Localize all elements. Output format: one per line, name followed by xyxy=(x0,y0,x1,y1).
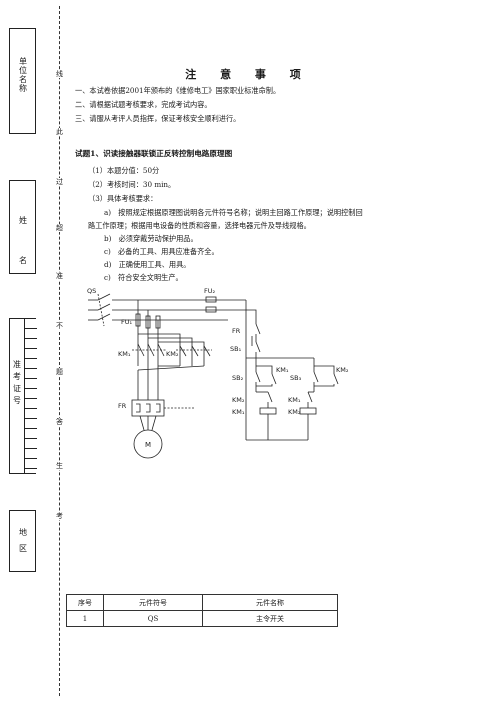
label-sb1: SB₁ xyxy=(230,345,242,353)
binding-dashed-line xyxy=(59,6,60,696)
label-km2-main: KM₂ xyxy=(166,350,179,358)
seal-char: 线 xyxy=(55,70,64,78)
unit-name-box: 单位名称 xyxy=(9,28,36,134)
region-label: 地区 xyxy=(19,528,27,553)
label-km2-coil: KM₂ xyxy=(288,408,301,416)
table-header-row: 序号 元件符号 元件名称 xyxy=(66,594,338,611)
note-line: 三、请服从考评人员指挥，保证考核安全顺利进行。 xyxy=(75,114,241,123)
label-km1-main: KM₁ xyxy=(118,350,131,358)
row-index: 1 xyxy=(66,610,104,627)
row-name: 主令开关 xyxy=(202,610,338,627)
exam-id-box: 准考证号 xyxy=(9,318,37,474)
requirement-b: b) 必须穿戴劳动保护用品。 xyxy=(104,234,198,243)
question-time: （2）考核时间：30 min。 xyxy=(88,180,176,189)
note-line: 一、本试卷依据2001年颁布的《维修电工》国家职业标准命制。 xyxy=(75,86,281,95)
question-title: 试题1、识读接触器联锁正反转控制电路原理图 xyxy=(75,149,233,158)
circuit-diagram: QS FU₁ FU₂ KM₁ KM₂ FR FR SB₁ KM₁ SB₂ SB₃… xyxy=(87,287,349,459)
label-sb2: SB₂ xyxy=(232,374,244,382)
requirement-d: d) 正确使用工具、用具。 xyxy=(104,260,191,269)
seal-char: 过 xyxy=(55,178,64,186)
label-qs: QS xyxy=(87,287,96,295)
parts-table: 序号 元件符号 元件名称 1 QS 主令开关 xyxy=(66,594,338,627)
unit-name-label: 单位名称 xyxy=(19,57,27,93)
page-title: 注 意 事 项 xyxy=(185,68,311,81)
label-fu1: FU₁ xyxy=(121,318,132,326)
name-label: 姓名 xyxy=(19,216,27,265)
label-fu2: FU₂ xyxy=(204,287,215,295)
table-row: 1 QS 主令开关 xyxy=(66,610,338,627)
col-name-header: 元件名称 xyxy=(202,594,338,611)
seal-char: 考 xyxy=(55,512,64,520)
label-km2-interlock: KM₂ xyxy=(232,396,245,404)
region-box: 地区 xyxy=(9,510,36,572)
label-km2-aux: KM₂ xyxy=(336,366,349,374)
requirement-c1: c) 必备的工具、用具应准备齐全。 xyxy=(104,247,219,256)
label-motor: M xyxy=(145,441,151,449)
requirement-a-line1: a) 按照规定根据原理图说明各元件符号名称；说明主回路工作原理；说明控制回 xyxy=(104,208,363,217)
name-box: 姓名 xyxy=(9,180,36,274)
exam-id-label: 准考证号 xyxy=(13,360,21,405)
label-km1-coil: KM₁ xyxy=(232,408,245,416)
label-fr-contact: FR xyxy=(232,327,241,335)
col-index-header: 序号 xyxy=(66,594,104,611)
seal-char: 不 xyxy=(55,322,64,330)
requirement-c2: c) 符合安全文明生产。 xyxy=(104,273,183,282)
seal-char: 题 xyxy=(55,368,64,376)
col-symbol-header: 元件符号 xyxy=(103,594,203,611)
seal-char: 超 xyxy=(55,224,64,232)
label-km1-interlock: KM₁ xyxy=(288,396,301,404)
row-symbol: QS xyxy=(103,610,203,627)
question-score: （1）本题分值：50分 xyxy=(88,166,160,175)
seal-char: 准 xyxy=(55,272,64,280)
seal-char: 此 xyxy=(55,128,64,136)
seal-char: 答 xyxy=(55,418,64,426)
seal-char: 生 xyxy=(55,462,64,470)
note-line: 二、请根据试题考核要求，完成考试内容。 xyxy=(75,100,212,109)
label-fr-main: FR xyxy=(118,402,127,410)
exam-id-grid xyxy=(24,319,37,473)
label-sb3: SB₃ xyxy=(290,374,302,382)
label-km1-aux: KM₁ xyxy=(276,366,289,374)
question-requirements-heading: （3）具体考核要求： xyxy=(88,194,158,203)
requirement-a-line2: 路工作原理；根据用电设备的性质和容量，选择电器元件及导线规格。 xyxy=(88,221,311,230)
